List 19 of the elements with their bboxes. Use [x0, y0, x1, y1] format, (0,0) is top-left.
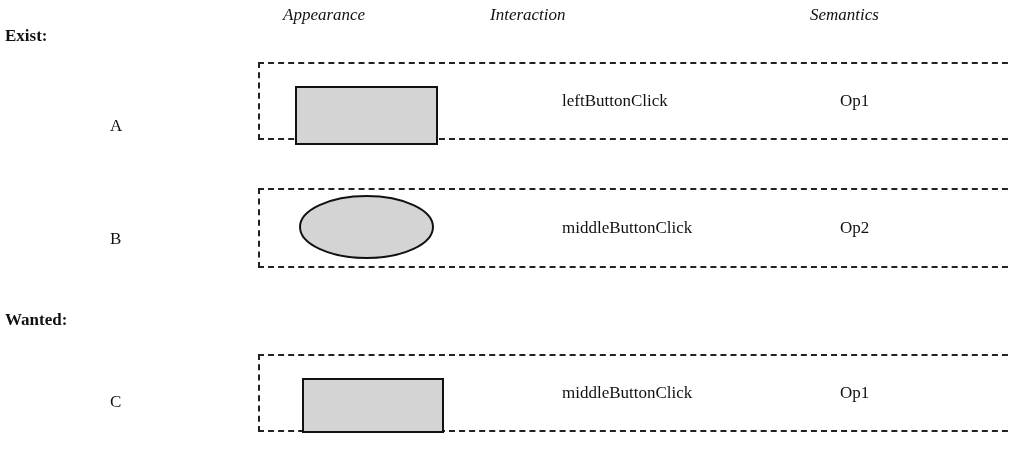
column-header: Semantics: [810, 5, 879, 25]
row-letter: C: [110, 392, 122, 412]
rectangle-widget: [302, 378, 444, 433]
row-letter: A: [110, 116, 123, 136]
column-header: Appearance: [283, 5, 366, 25]
oval-widget: [299, 195, 434, 259]
interaction-text: middleButtonClick: [562, 383, 693, 403]
dashed-row-frame: [258, 354, 1009, 432]
dashed-row-frame: [258, 188, 1009, 268]
semantics-text: Op1: [840, 383, 870, 403]
semantics-text: Op2: [840, 218, 870, 238]
rectangle-widget: [295, 86, 438, 145]
row-letter: B: [110, 229, 122, 249]
section-heading: Exist:: [5, 26, 48, 46]
interaction-text: middleButtonClick: [562, 218, 693, 238]
section-heading: Wanted:: [5, 310, 68, 330]
interaction-text: leftButtonClick: [562, 91, 668, 111]
column-header: Interaction: [490, 5, 566, 25]
semantics-text: Op1: [840, 91, 870, 111]
